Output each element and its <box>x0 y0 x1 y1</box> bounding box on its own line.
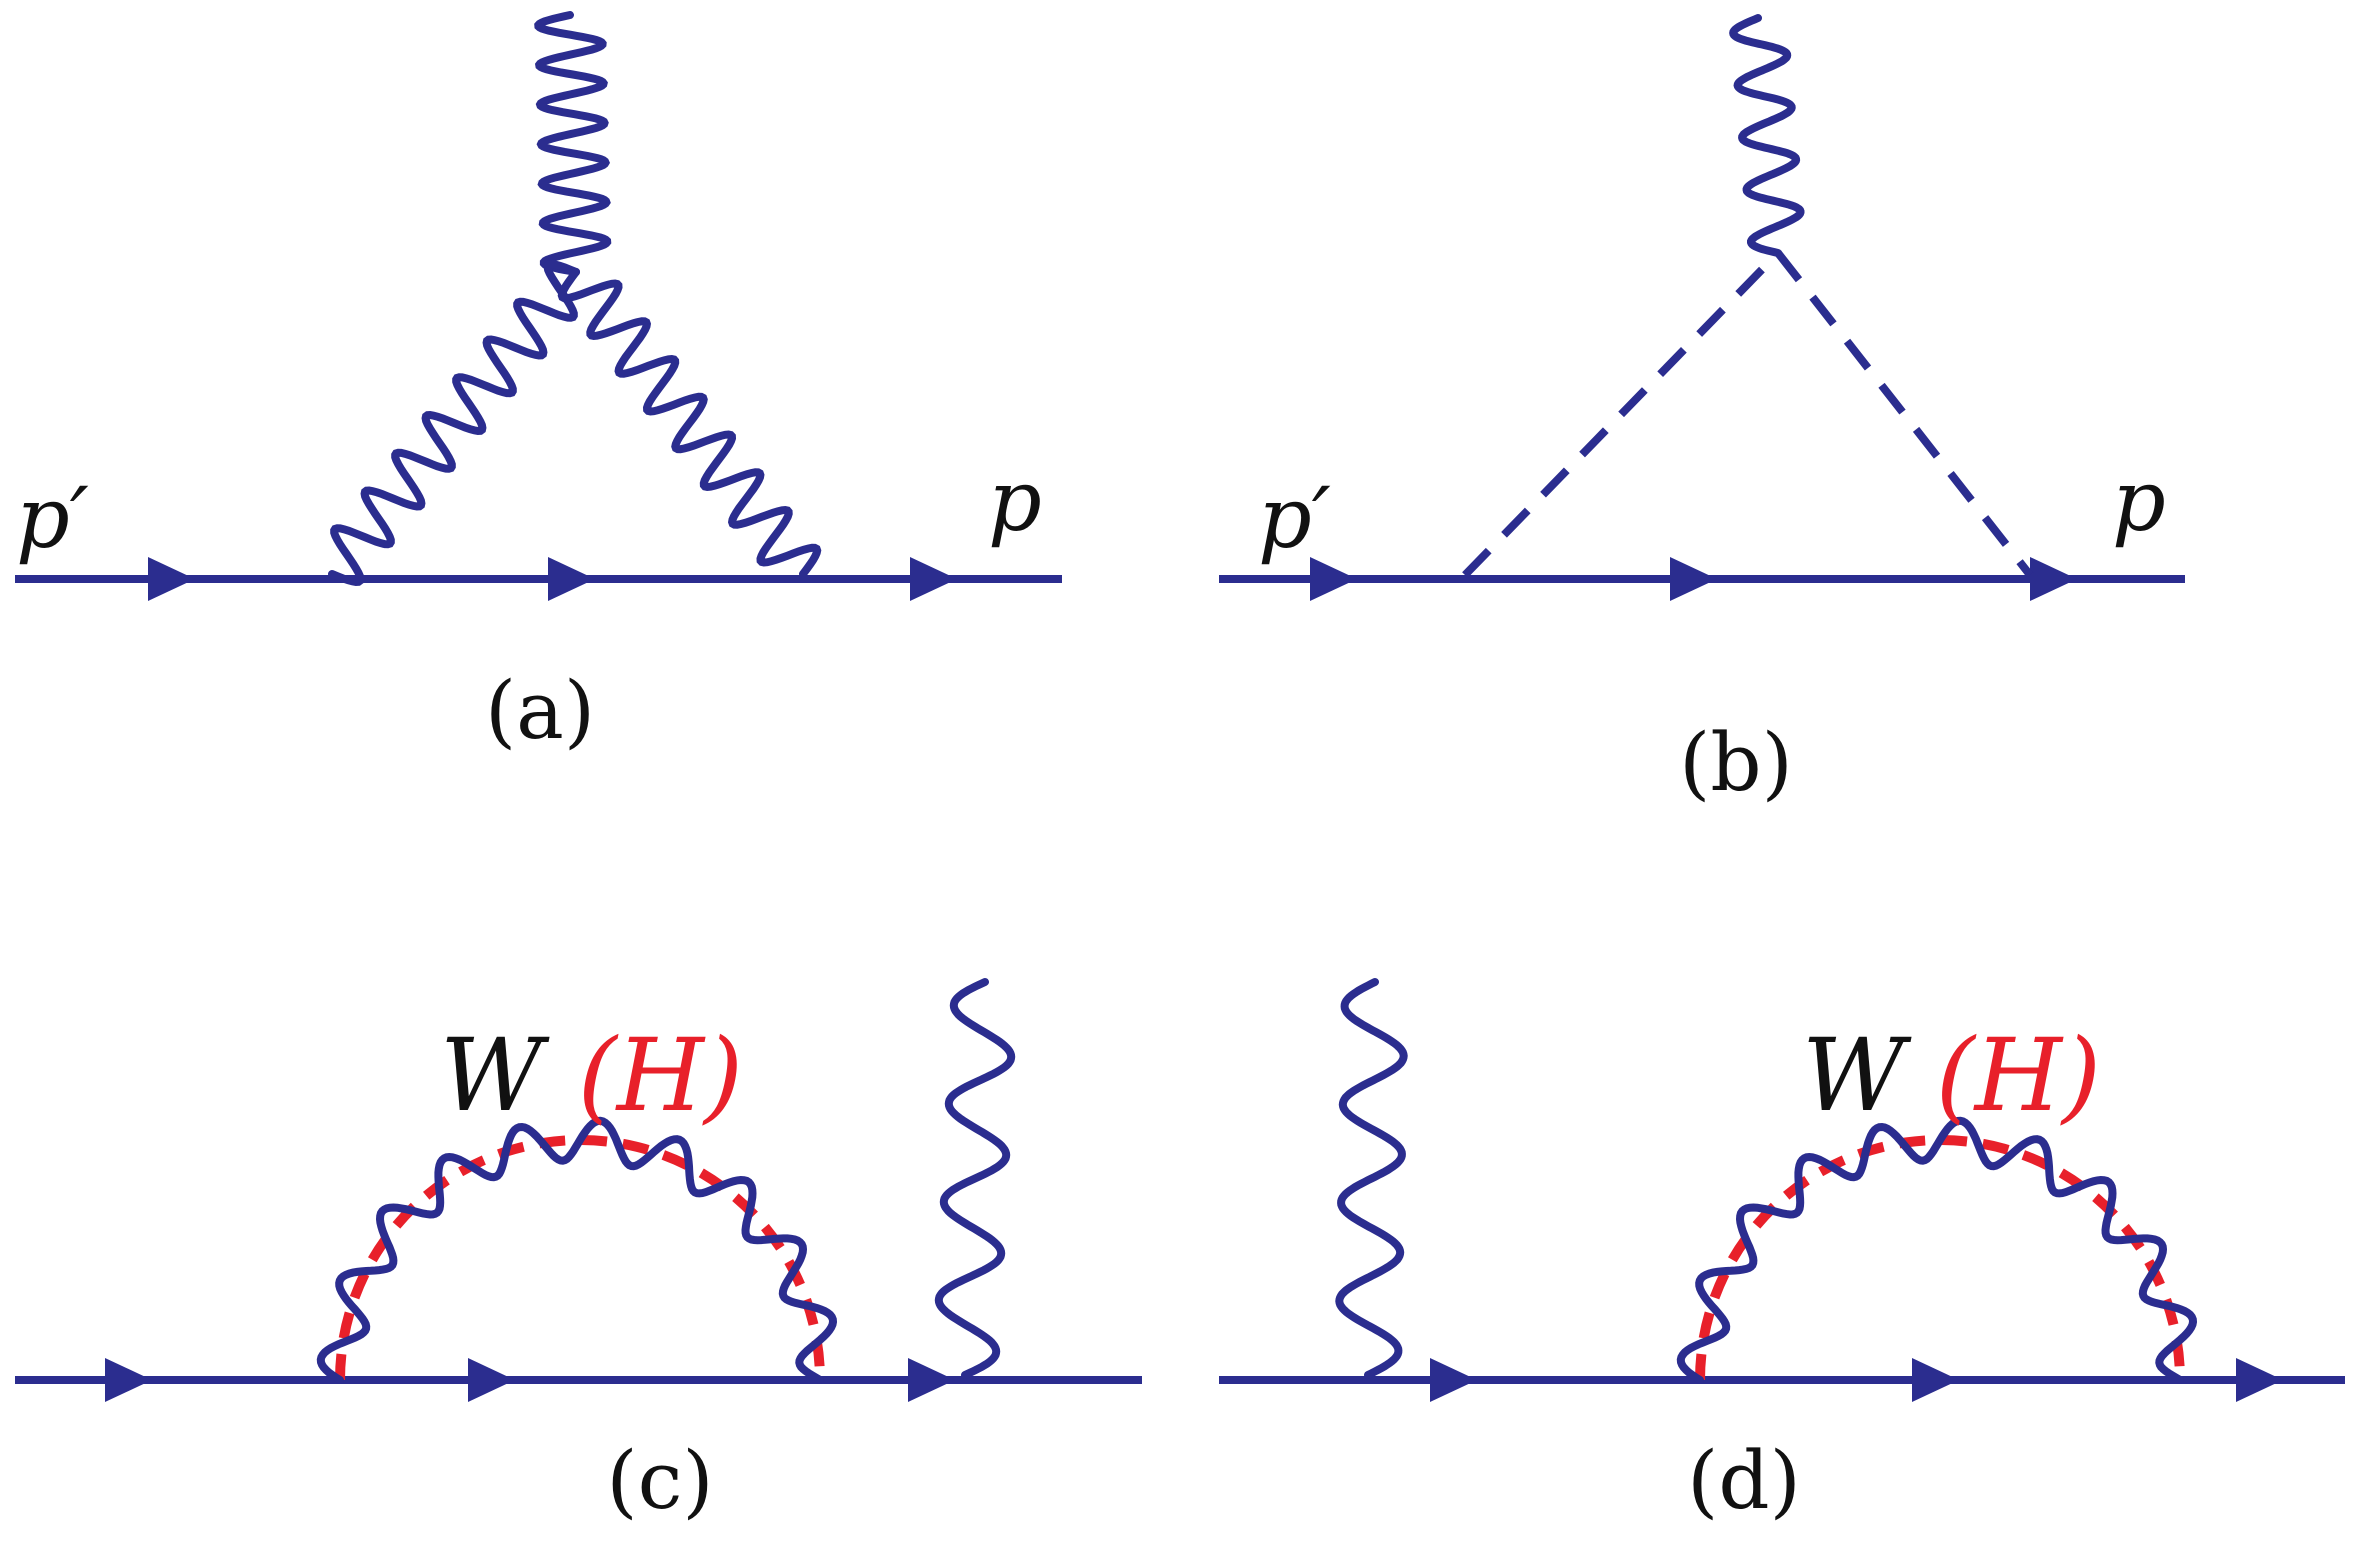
momentum-label-incoming-b: p′ <box>1258 469 1331 567</box>
loop-label-d: W (H) <box>1802 1017 2101 1134</box>
fermion-arrow-d2 <box>1912 1358 1959 1402</box>
fermion-arrow-b2 <box>1670 557 1717 601</box>
caption-b: (b) <box>1679 716 1793 809</box>
loop-w-boson-c <box>316 1116 838 1384</box>
diagram-d: W (H) (d) <box>1219 978 2345 1527</box>
gauge-boson-left-a <box>328 259 580 587</box>
fermion-arrow-d1 <box>1430 1358 1477 1402</box>
photon-external-c <box>934 978 1016 1379</box>
loop-w-boson-d <box>1676 1116 2198 1384</box>
loop-label-h-c: (H) <box>578 1017 743 1134</box>
photon-external-b <box>1729 14 1805 257</box>
fermion-arrow-b1 <box>1310 557 1357 601</box>
fermion-arrow-d3 <box>2236 1358 2283 1402</box>
fermion-arrow-c2 <box>468 1358 515 1402</box>
fermion-arrow-c3 <box>908 1358 955 1402</box>
loop-label-w-c: W <box>440 1017 550 1134</box>
diagram-a: p′ p (a) <box>15 11 1062 757</box>
diagram-b: p′ p (b) <box>1219 14 2185 809</box>
momentum-label-outgoing-b: p <box>2112 452 2166 550</box>
fermion-arrow-c1 <box>105 1358 152 1402</box>
caption-c: (c) <box>606 1434 713 1527</box>
loop-label-w-d: W <box>1802 1017 1912 1134</box>
scalar-line-left-b <box>1462 250 1781 578</box>
fermion-arrow-a2 <box>548 557 595 601</box>
gauge-boson-right-a <box>557 268 822 578</box>
photon-external-a <box>534 11 612 276</box>
caption-a: (a) <box>485 664 595 757</box>
scalar-line-right-b <box>1774 250 2034 578</box>
fermion-arrow-b3 <box>2030 557 2077 601</box>
diagram-c: W (H) (c) <box>15 978 1142 1527</box>
loop-label-c: W (H) <box>440 1017 743 1134</box>
loop-higgs-dashed-d <box>1695 1135 2185 1381</box>
fermion-arrow-a1 <box>148 557 195 601</box>
photon-external-d <box>1335 978 1408 1379</box>
loop-higgs-dashed-c <box>335 1135 825 1381</box>
momentum-label-incoming-a: p′ <box>16 469 89 567</box>
momentum-label-outgoing-a: p <box>988 452 1042 550</box>
caption-d: (d) <box>1687 1434 1801 1527</box>
fermion-arrow-a3 <box>910 557 957 601</box>
loop-label-h-d: (H) <box>1936 1017 2101 1134</box>
